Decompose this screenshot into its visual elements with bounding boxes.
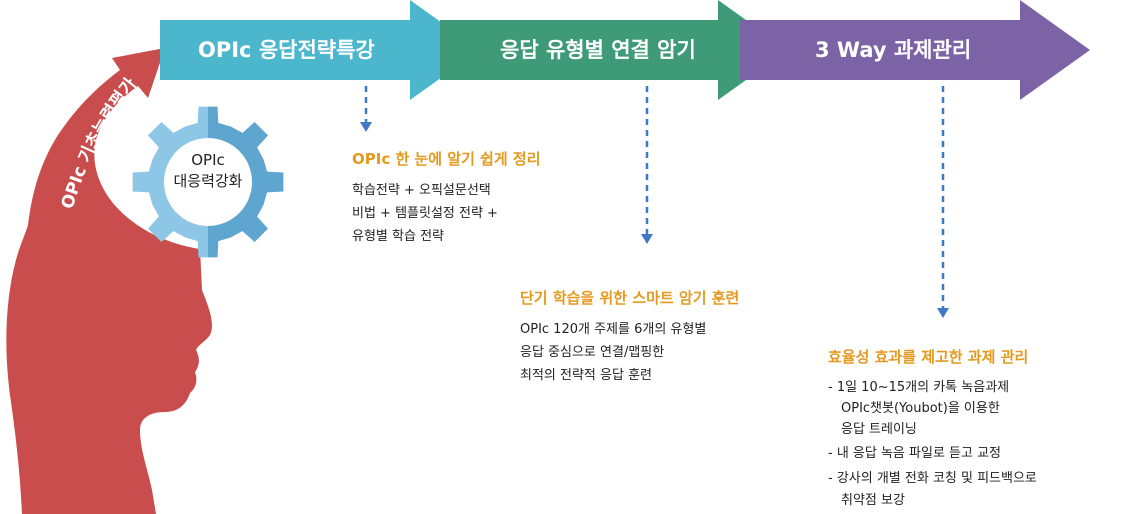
gear-label-line1: OPIc xyxy=(191,151,225,169)
gear-icon xyxy=(132,106,284,258)
block-strategy-line: 학습전략 + 오픽설문선택 xyxy=(352,183,491,198)
arrow-label-management: 3 Way 과제관리 xyxy=(815,38,972,62)
block-strategy: OPIc 한 눈에 알기 쉽게 정리 학습전략 + 오픽설문선택 비법 + 템플… xyxy=(352,148,541,248)
block-management-line: - 강사의 개별 전화 코칭 및 피드백으로 xyxy=(828,471,1037,486)
head-silhouette xyxy=(6,48,213,514)
arrow-management xyxy=(740,0,1090,100)
gear-label-line2: 대응력강화 xyxy=(173,172,243,190)
block-strategy-line: 비법 + 템플릿설정 전략 + xyxy=(352,206,498,221)
block-memorize: 단기 학습을 위한 스마트 암기 훈련 OPIc 120개 주제를 6개의 유형… xyxy=(520,287,739,387)
block-management-line: - 내 응답 녹음 파일로 듣고 교정 xyxy=(828,446,1002,461)
block-management: 효율성 효과를 제고한 과제 관리 - 1일 10~15개의 카톡 녹음과제 O… xyxy=(828,346,1037,511)
arrowhead-3 xyxy=(937,308,949,318)
arrowhead-2 xyxy=(641,234,653,244)
block-memorize-line: 응답 중심으로 연결/맵핑한 xyxy=(520,345,665,360)
connector-arrowheads xyxy=(360,122,949,318)
arrow-label-strategy: OPIc 응답전략특강 xyxy=(198,38,375,62)
block-memorize-title: 단기 학습을 위한 스마트 암기 훈련 xyxy=(520,289,740,307)
arrow-memorize xyxy=(440,0,788,100)
arrow-group xyxy=(160,0,1090,100)
gear-label: OPIc 대응력강화 xyxy=(166,150,250,192)
block-strategy-title: OPIc 한 눈에 알기 쉽게 정리 xyxy=(352,150,541,168)
connector-lines xyxy=(364,86,945,308)
arrowhead-1 xyxy=(360,122,372,132)
block-memorize-line: OPIc 120개 주제를 6개의 유형별 xyxy=(520,322,707,337)
block-management-line: OPIc챗봇(Youbot)을 이용한 xyxy=(841,401,1000,416)
block-memorize-line: 최적의 전략적 응답 훈련 xyxy=(520,368,652,383)
block-management-line: - 1일 10~15개의 카톡 녹음과제 xyxy=(828,380,1010,395)
block-management-title: 효율성 효과를 제고한 과제 관리 xyxy=(828,348,1029,366)
block-management-line: 응답 트레이닝 xyxy=(841,422,917,437)
block-strategy-line: 유형별 학습 전략 xyxy=(352,229,444,244)
arrow-label-memorize: 응답 유형별 연결 암기 xyxy=(500,38,696,62)
block-management-line: 취약점 보강 xyxy=(841,493,905,508)
arrow-strategy xyxy=(160,0,480,100)
